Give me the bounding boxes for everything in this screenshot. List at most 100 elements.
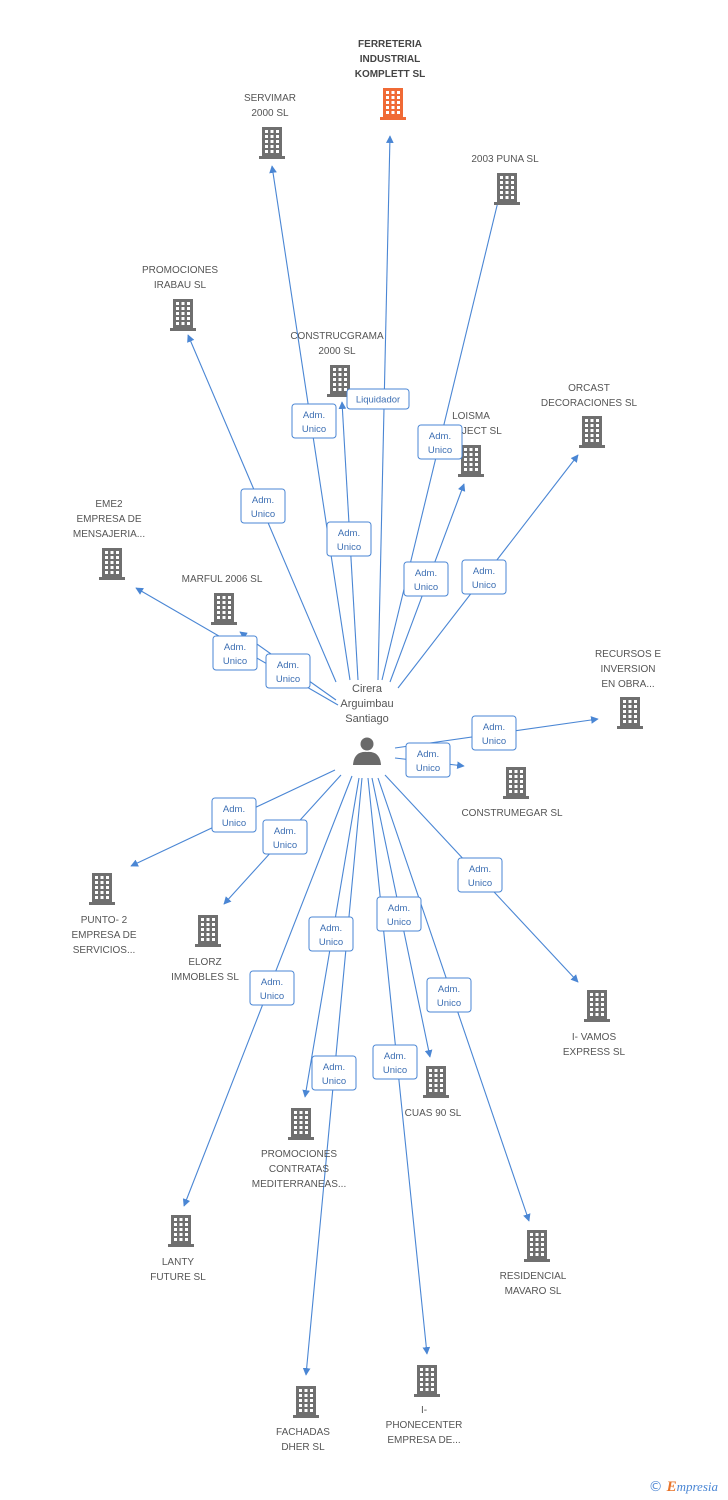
role-badge-text: Unico	[387, 917, 411, 928]
role-badge-text: Adm.	[224, 642, 246, 653]
company-label: PHONECENTER	[386, 1420, 463, 1431]
company-label: KOMPLETT SL	[355, 69, 426, 80]
company-label: SERVIMAR	[244, 93, 296, 104]
company-label: MARFUL 2006 SL	[182, 574, 263, 585]
role-badge-marful[interactable]: Adm.Unico	[265, 653, 311, 689]
building-icon	[617, 697, 643, 729]
role-badge-construcgrama[interactable]: Adm.Unico	[326, 521, 372, 557]
role-badge-construmegar[interactable]: Adm.Unico	[405, 742, 451, 778]
role-badge-iphonecenter[interactable]: Adm.Unico	[372, 1044, 418, 1080]
company-node-residencial[interactable]: RESIDENCIAL MAVARO SL	[500, 1230, 567, 1297]
role-badge-text: Unico	[260, 991, 284, 1002]
role-badge-text: Unico	[472, 580, 496, 591]
role-badge-orcast[interactable]: Adm.Unico	[461, 559, 507, 595]
company-label: FERRETERIA	[358, 39, 422, 50]
company-node-lanty[interactable]: LANTY FUTURE SL	[150, 1215, 206, 1283]
building-icon	[494, 173, 520, 205]
company-label: I- VAMOS	[572, 1032, 617, 1043]
building-icon	[380, 88, 406, 120]
role-badge-ferreteria[interactable]: Liquidador	[346, 388, 410, 410]
role-badge-text: Unico	[302, 424, 326, 435]
badges-layer: LiquidadorAdm.UnicoAdm.UnicoAdm.UnicoAdm…	[211, 388, 517, 1091]
role-badge-text: Adm.	[277, 660, 299, 671]
company-label: IMMOBLES SL	[171, 972, 239, 983]
role-badge-servimar[interactable]: Adm. Unico	[291, 403, 337, 439]
role-badge-text: Unico	[223, 656, 247, 667]
role-badge-text: Adm.	[469, 864, 491, 875]
empresia-copyright[interactable]: ©Empresia	[648, 1479, 718, 1495]
company-node-cuas[interactable]: CUAS 90 SL	[405, 1066, 462, 1119]
role-badge-cuas[interactable]: Adm.Unico	[376, 896, 422, 932]
company-label: EME2	[95, 499, 123, 510]
company-label: ORCAST	[568, 383, 610, 394]
building-icon	[293, 1386, 319, 1418]
role-badge-puna[interactable]: Adm.Unico	[417, 424, 463, 460]
company-node-ferreteria[interactable]: FERRETERIA INDUSTRIAL KOMPLETT SL	[355, 39, 426, 120]
company-label: MEDITERRANEAS...	[252, 1179, 346, 1190]
company-node-puna[interactable]: 2003 PUNA SL	[471, 154, 539, 205]
role-badge-text: Adm.	[323, 1062, 345, 1073]
company-label: PROMOCIONES	[142, 265, 218, 276]
person-icon	[353, 737, 381, 765]
person-label: Cirera	[352, 683, 383, 695]
role-badge-ivamos[interactable]: Adm. Unico	[457, 857, 503, 893]
role-badge-residencial[interactable]: Adm.Unico	[426, 977, 472, 1013]
company-node-promociones_contratas[interactable]: PROMOCIONES CONTRATAS MEDITERRANEAS...	[252, 1108, 346, 1190]
company-label: LANTY	[162, 1257, 195, 1268]
role-badge-text: Adm.	[384, 1051, 406, 1062]
company-node-construmegar[interactable]: CONSTRUMEGAR SL	[461, 767, 563, 819]
role-badge-text: Adm.	[223, 804, 245, 815]
company-label: FACHADAS	[276, 1427, 330, 1438]
building-icon	[423, 1066, 449, 1098]
company-node-marful[interactable]: MARFUL 2006 SL	[182, 574, 263, 625]
building-icon	[259, 127, 285, 159]
building-icon	[414, 1365, 440, 1397]
role-badge-text: Unico	[414, 582, 438, 593]
role-badge-text: Liquidador	[356, 395, 400, 406]
company-label: RESIDENCIAL	[500, 1271, 567, 1282]
role-badge-text: Adm.	[274, 826, 296, 837]
role-badge-elorz[interactable]: Adm.Unico	[262, 819, 308, 855]
role-badge-text: Adm.	[252, 495, 274, 506]
company-label: FUTURE SL	[150, 1272, 206, 1283]
role-badge-text: Unico	[468, 878, 492, 889]
role-badge-text: Adm.	[338, 528, 360, 539]
building-icon	[195, 915, 221, 947]
role-badge-fachadas[interactable]: Adm.Unico	[311, 1055, 357, 1091]
company-node-promociones_irabau[interactable]: PROMOCIONES IRABAU SL	[142, 265, 218, 331]
role-badge-text: Unico	[437, 998, 461, 1009]
role-badge-text: Unico	[319, 937, 343, 948]
company-label: DECORACIONES SL	[541, 398, 638, 409]
company-label: IRABAU SL	[154, 280, 207, 291]
role-badge-text: Adm.	[303, 410, 325, 421]
building-icon	[579, 416, 605, 448]
role-badge-lanty[interactable]: Adm.Unico	[249, 970, 295, 1006]
role-badge-eme2[interactable]: Adm. Unico	[212, 635, 258, 671]
role-badge-promociones_contratas[interactable]: Adm.Unico	[308, 916, 354, 952]
company-label: MAVARO SL	[505, 1286, 562, 1297]
role-badge-recursos[interactable]: Adm.Unico	[471, 715, 517, 751]
company-node-orcast[interactable]: ORCAST DECORACIONES SL	[541, 383, 638, 448]
role-badge-loisma[interactable]: Adm.Unico	[403, 561, 449, 597]
company-label: MENSAJERIA...	[73, 529, 145, 540]
company-label: CONTRATAS	[269, 1164, 330, 1175]
company-label: INDUSTRIAL	[360, 54, 421, 65]
company-label: PROMOCIONES	[261, 1149, 337, 1160]
company-label: SERVICIOS...	[73, 945, 136, 956]
role-badge-punto2[interactable]: Adm.Unico	[211, 797, 257, 833]
role-badge-promociones_irabau[interactable]: Adm.Unico	[240, 488, 286, 524]
role-badge-text: Unico	[428, 445, 452, 456]
